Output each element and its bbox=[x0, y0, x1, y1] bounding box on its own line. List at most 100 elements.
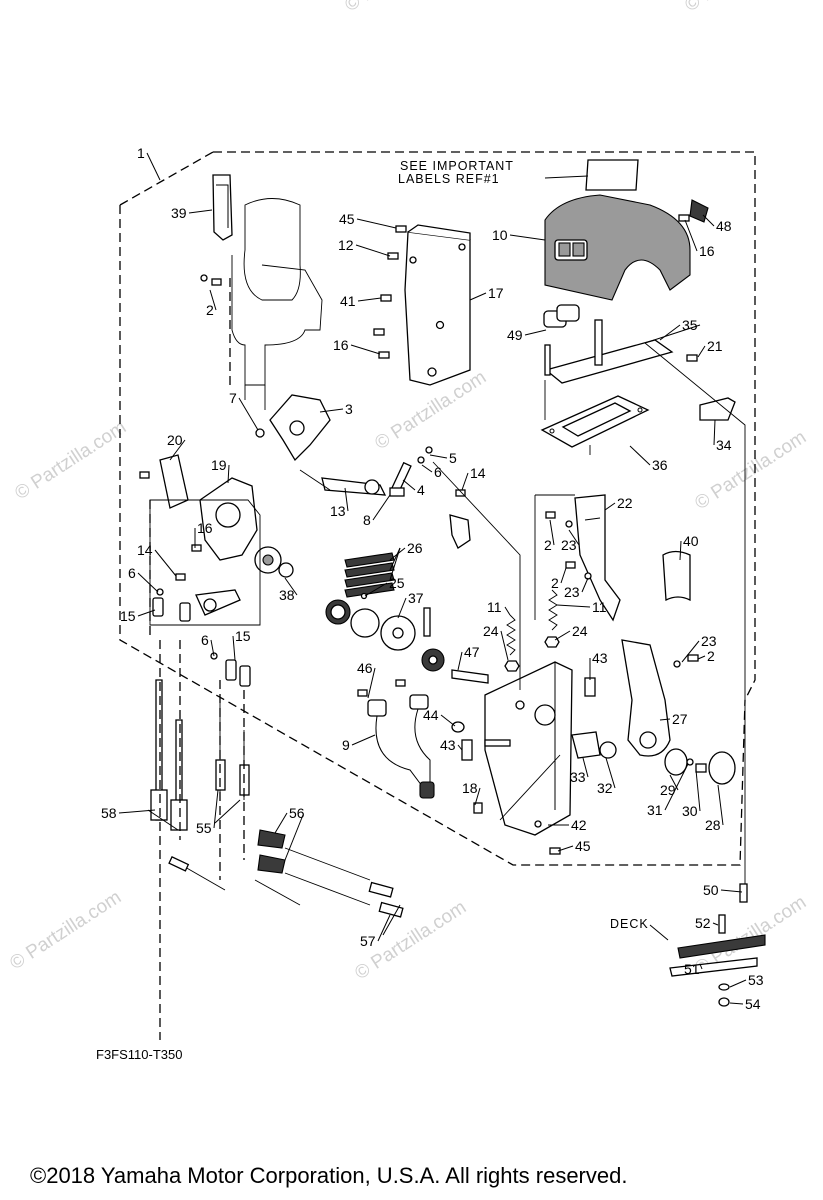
callout-44: 44 bbox=[423, 707, 439, 723]
leader-line-branch bbox=[214, 799, 241, 824]
callout-18: 18 bbox=[462, 780, 478, 796]
leader-line-12 bbox=[355, 244, 391, 257]
part-27-lever bbox=[621, 639, 671, 757]
leader-line-57 bbox=[377, 914, 391, 942]
leader-line-18 bbox=[474, 787, 481, 806]
note-line-2: LABELS REF#1 bbox=[398, 172, 500, 186]
callout-58: 58 bbox=[101, 805, 117, 821]
leader-line-34 bbox=[713, 419, 716, 446]
callout-2: 2 bbox=[206, 302, 214, 318]
callout-27: 27 bbox=[672, 711, 688, 727]
part-7-washer bbox=[255, 428, 265, 438]
leader-lines bbox=[118, 152, 747, 1005]
callout-15: 15 bbox=[235, 628, 251, 644]
callout-2: 2 bbox=[551, 575, 559, 591]
callout-2: 2 bbox=[544, 537, 552, 553]
part-48-knob bbox=[689, 199, 709, 223]
part-35-bracket bbox=[544, 319, 674, 384]
callout-10: 10 bbox=[492, 227, 508, 243]
callout-45: 45 bbox=[339, 211, 355, 227]
leader-line-50 bbox=[720, 889, 743, 893]
callout-41: 41 bbox=[340, 293, 356, 309]
leader-line-24 bbox=[554, 630, 571, 641]
leader-line-39 bbox=[188, 209, 213, 214]
callout-6: 6 bbox=[128, 565, 136, 581]
leader-line-23 bbox=[681, 640, 700, 663]
callout-45: 45 bbox=[575, 838, 591, 854]
leader-line-43 bbox=[457, 744, 463, 751]
callout-35: 35 bbox=[682, 317, 698, 333]
callout-5: 5 bbox=[449, 450, 457, 466]
callout-56: 56 bbox=[289, 805, 305, 821]
leader-line-32 bbox=[605, 757, 616, 789]
callout-48: 48 bbox=[716, 218, 732, 234]
leader-line-13 bbox=[344, 487, 349, 512]
callout-43: 43 bbox=[440, 737, 456, 753]
callout-49: 49 bbox=[507, 327, 523, 343]
leader-line-branch bbox=[147, 809, 179, 831]
part-18 bbox=[473, 802, 483, 814]
callout-23: 23 bbox=[564, 584, 580, 600]
part-33-32-rings bbox=[571, 731, 617, 759]
leader-line-15 bbox=[232, 635, 236, 661]
leader-line-24 bbox=[500, 630, 509, 661]
leader-line-7 bbox=[238, 397, 259, 431]
part-19-housing bbox=[199, 477, 258, 561]
figure-code: F3FS110-T350 bbox=[96, 1047, 183, 1062]
leader-line-11 bbox=[556, 604, 591, 608]
part-17-plate bbox=[404, 224, 471, 386]
part-arm bbox=[449, 514, 471, 549]
leader-line-11 bbox=[504, 606, 511, 616]
callout-23: 23 bbox=[701, 633, 717, 649]
part-11-springs bbox=[504, 589, 560, 672]
leader-line-31 bbox=[664, 763, 689, 811]
assembly-boundary bbox=[119, 151, 756, 866]
leader-line-5 bbox=[429, 454, 448, 459]
leader-line-55 bbox=[213, 789, 219, 829]
callout-57: 57 bbox=[360, 933, 376, 949]
leader-line-49 bbox=[524, 329, 547, 336]
leader-line-2 bbox=[560, 567, 567, 584]
leader-line-3 bbox=[319, 408, 344, 413]
callout-50: 50 bbox=[703, 882, 719, 898]
callout-53: 53 bbox=[748, 972, 764, 988]
leader-line-16 bbox=[684, 219, 698, 252]
part-47-shaft bbox=[451, 669, 489, 684]
leader-line-20 bbox=[169, 439, 186, 461]
leader-line-44 bbox=[440, 714, 456, 727]
leader-line-25 bbox=[364, 582, 388, 597]
part-28-31-knob bbox=[664, 748, 736, 785]
callout-16: 16 bbox=[333, 337, 349, 353]
callout-47: 47 bbox=[464, 644, 480, 660]
callout-6: 6 bbox=[434, 464, 442, 480]
leader-line-56 bbox=[274, 812, 288, 834]
callout-31: 31 bbox=[647, 802, 663, 818]
callout-14: 14 bbox=[470, 465, 486, 481]
leader-line-6 bbox=[421, 464, 433, 473]
leader-line-4 bbox=[402, 479, 416, 491]
screws bbox=[139, 214, 699, 855]
part-control-body bbox=[484, 661, 573, 836]
leader-line-16 bbox=[350, 344, 381, 355]
leader-line-23 bbox=[581, 577, 589, 593]
leader-line-48 bbox=[702, 214, 715, 227]
leader-line-2 bbox=[549, 519, 555, 546]
leader-line-branch bbox=[284, 814, 304, 861]
leader-line-1 bbox=[146, 152, 161, 181]
leader-line-30 bbox=[695, 769, 701, 812]
callout-28: 28 bbox=[705, 817, 721, 833]
part-43-clip bbox=[461, 739, 473, 761]
callout-22: 22 bbox=[617, 495, 633, 511]
leader-line-54 bbox=[729, 1002, 744, 1005]
leader-line-46 bbox=[367, 667, 376, 699]
callout-7: 7 bbox=[229, 390, 237, 406]
callout-2: 2 bbox=[707, 648, 715, 664]
leader-line-52 bbox=[712, 922, 719, 926]
leader-line-6 bbox=[137, 572, 159, 593]
leader-line-45 bbox=[557, 845, 574, 852]
callout-3: 3 bbox=[345, 401, 353, 417]
callout-8: 8 bbox=[363, 512, 371, 528]
callout-52: 52 bbox=[695, 915, 711, 931]
callout-12: 12 bbox=[338, 237, 354, 253]
